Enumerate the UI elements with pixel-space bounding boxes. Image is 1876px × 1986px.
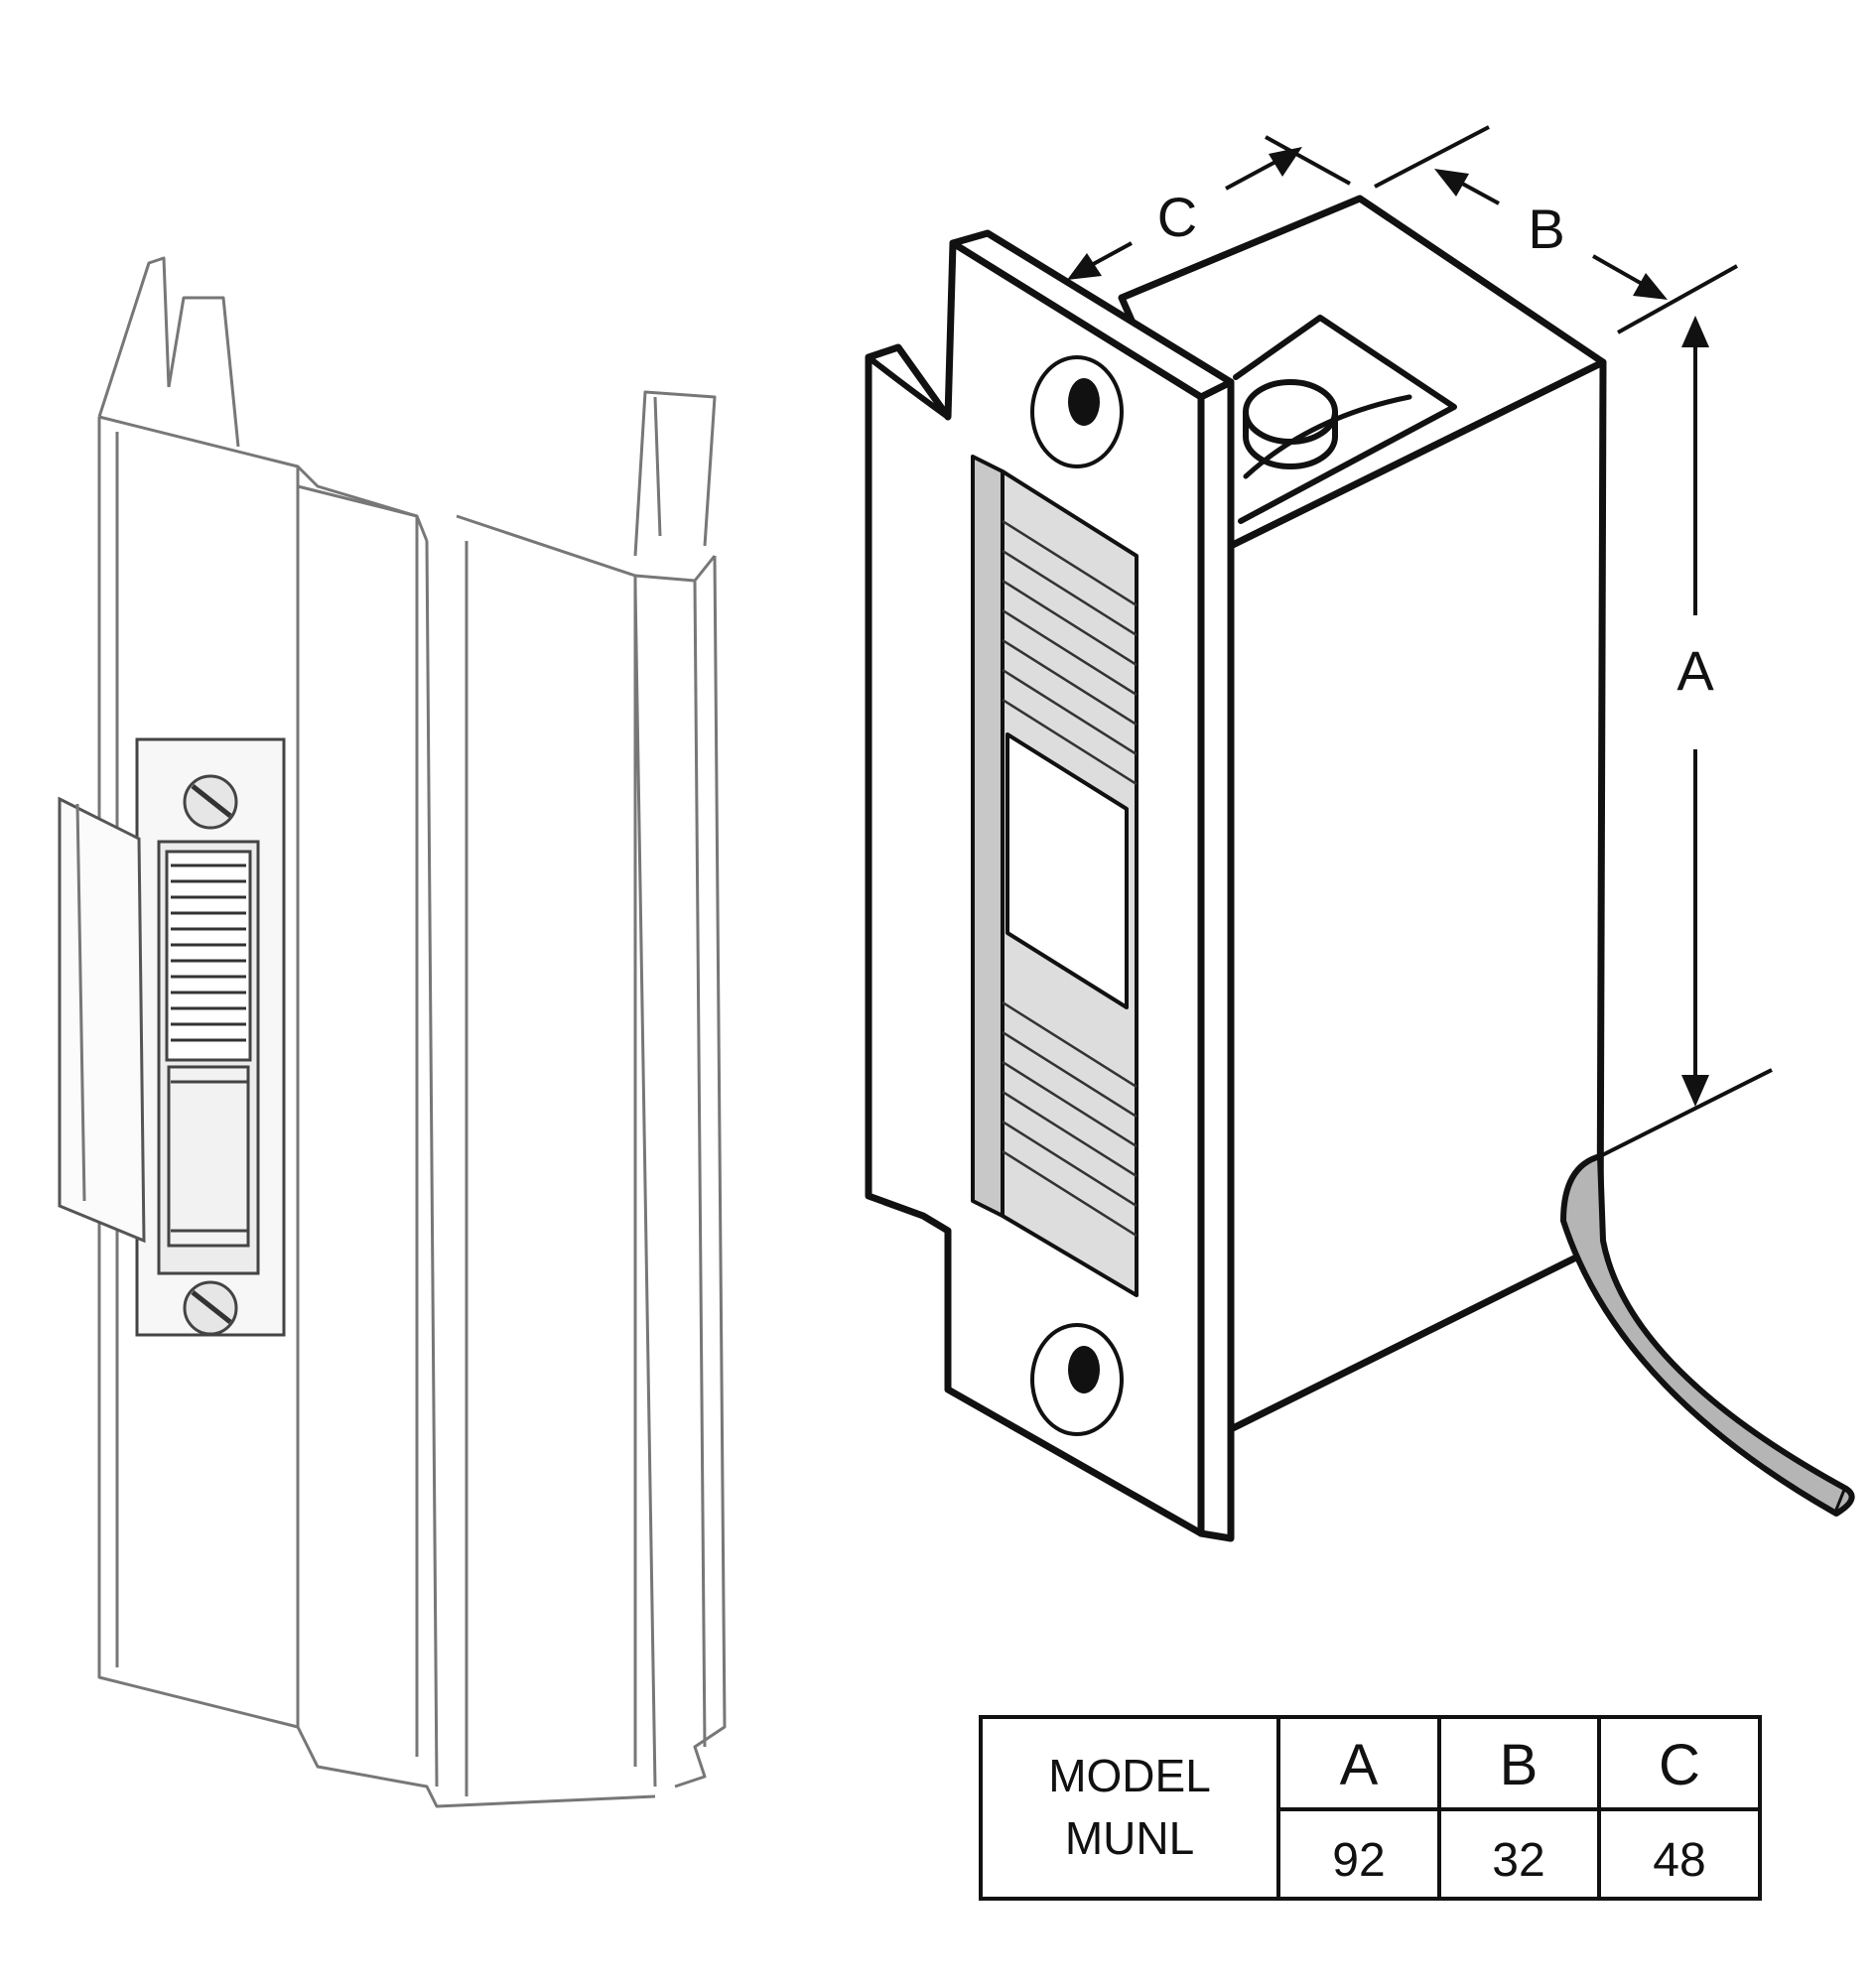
- door-frame-illustration: [97, 256, 727, 1808]
- table-value-a: 92: [1332, 1834, 1385, 1887]
- dimension-label-a: A: [1676, 639, 1714, 702]
- screw-top-icon: [183, 774, 238, 830]
- table-value-b: 32: [1492, 1834, 1544, 1887]
- dimension-label-c: C: [1157, 186, 1197, 248]
- dimension-table: MODEL MUNL A B C 92 32 48: [979, 1715, 1762, 1901]
- installed-strike: [58, 737, 286, 1337]
- table-value-c: 48: [1653, 1834, 1705, 1887]
- table-header-b: B: [1500, 1733, 1539, 1797]
- table-model-label: MODEL: [1048, 1750, 1211, 1801]
- dimension-arrowheads: [1067, 147, 1709, 1107]
- table-header-a: A: [1340, 1733, 1379, 1797]
- keeper-face-slats: [1002, 519, 1138, 1238]
- mounting-hole-bottom-icon: [1030, 1323, 1124, 1436]
- mounting-hole-top-icon: [1030, 355, 1124, 468]
- keeper-slats: [171, 863, 246, 1042]
- table-model-name: MUNL: [1065, 1812, 1194, 1864]
- table-header-c: C: [1659, 1733, 1700, 1797]
- keeper-face: [971, 455, 1139, 1297]
- cable: [1560, 1153, 1855, 1517]
- screw-bottom-icon: [183, 1280, 238, 1336]
- dimension-label-b: B: [1528, 198, 1564, 260]
